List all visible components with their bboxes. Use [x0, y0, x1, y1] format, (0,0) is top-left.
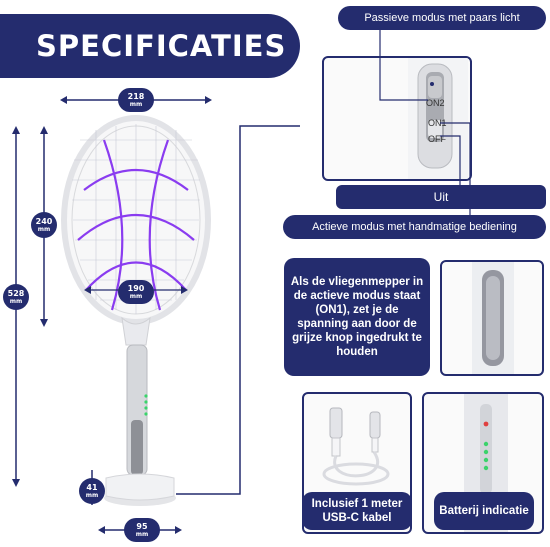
battery-caption: Batterij indicatie — [434, 492, 534, 530]
switch-graphic — [408, 58, 468, 179]
switch-label-on2: ON2 — [426, 98, 445, 108]
dimension-head-height-badge: 240 mm — [31, 212, 57, 238]
dimension-value: 240 — [35, 216, 53, 226]
dimension-unit: mm — [9, 297, 23, 305]
dimension-unit: mm — [129, 292, 143, 300]
title-banner: SPECIFICATIES — [0, 14, 300, 78]
usb-cable-graphic — [322, 407, 390, 486]
active-mode-info: Als de vliegenmepper in de actieve modus… — [284, 258, 430, 376]
dimension-unit: mm — [85, 491, 99, 499]
passive-mode-label: Passieve modus met paars licht — [338, 6, 546, 30]
page-title: SPECIFICATIES — [36, 29, 287, 63]
dimension-unit: mm — [135, 530, 149, 538]
switch-label-off: OFF — [428, 134, 446, 144]
dimension-base-width-badge: 95 mm — [124, 518, 160, 542]
dimension-value: 218 — [127, 91, 145, 101]
dimension-value: 95 — [136, 521, 148, 531]
usb-cable-caption-text: Inclusief 1 meter USB-C kabel — [311, 498, 403, 524]
dimension-unit: mm — [37, 225, 51, 233]
dimension-width-badge: 218 mm — [118, 88, 154, 112]
dimension-value: 41 — [86, 482, 98, 492]
dimension-inner-width-badge: 190 mm — [118, 280, 154, 304]
switch-label-on1: ON1 — [428, 118, 447, 128]
button-graphic — [472, 262, 514, 374]
usb-cable-caption: Inclusief 1 meter USB-C kabel — [302, 492, 412, 530]
active-mode-label: Actieve modus met handmatige bediening — [283, 215, 546, 239]
battery-caption-text: Batterij indicatie — [439, 505, 529, 517]
passive-mode-text: Passieve modus met paars licht — [364, 12, 520, 24]
dimension-value: 190 — [127, 283, 145, 293]
active-mode-text: Actieve modus met handmatige bediening — [312, 221, 517, 233]
switch-photo: ON2 ON1 OFF — [322, 56, 472, 181]
off-label: Uit — [336, 185, 546, 209]
dimension-unit: mm — [129, 100, 143, 108]
dimension-value: 528 — [7, 288, 25, 298]
active-mode-info-text: Als de vliegenmepper in de actieve modus… — [290, 276, 424, 358]
dimension-base-height-badge: 41 mm — [79, 478, 105, 504]
off-text: Uit — [433, 190, 449, 204]
dimension-total-height-badge: 528 mm — [3, 284, 29, 310]
button-photo — [440, 260, 544, 376]
